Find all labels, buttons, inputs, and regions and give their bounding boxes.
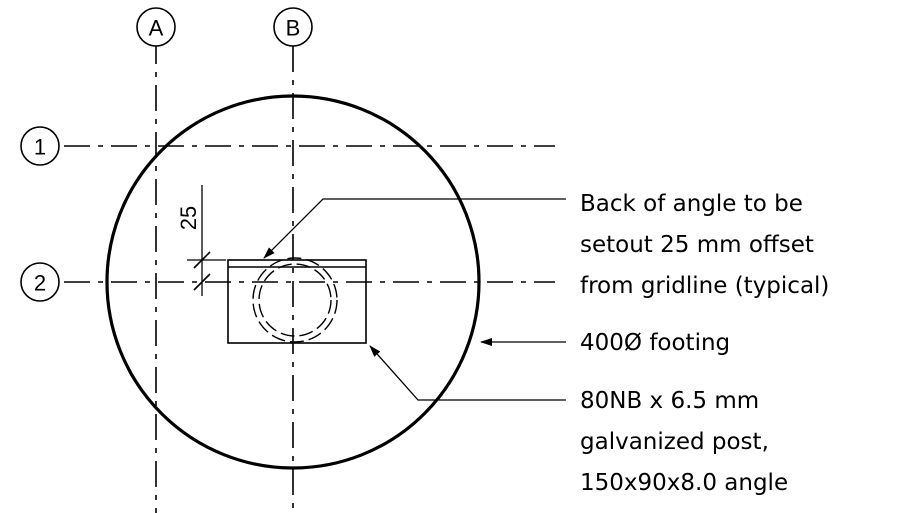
grid-label-b: B <box>286 16 301 41</box>
note-angle-setout-line-2: setout 25 mm offset <box>580 232 814 258</box>
leader-post <box>369 345 566 401</box>
note-footing: 400Ø footing <box>580 330 730 356</box>
note-post-line-2: galvanized post, <box>580 429 769 455</box>
offset-dimension-value: 25 <box>176 206 201 230</box>
note-angle-setout-line-3: from gridline (typical) <box>580 273 829 299</box>
grid-label-2: 2 <box>34 271 46 296</box>
angle-section <box>227 259 367 344</box>
note-post-line-1: 80NB x 6.5 mm <box>580 388 759 414</box>
note-angle-setout: Back of angle to be setout 25 mm offset … <box>580 191 829 299</box>
post-inner-hidden <box>258 263 332 337</box>
post-outer-hidden <box>252 257 338 343</box>
leader-angle-setout <box>263 198 566 259</box>
grid-bubble-1: 1 <box>20 126 60 166</box>
note-post-line-3: 150x90x8.0 angle <box>580 470 788 496</box>
grid-bubble-2: 2 <box>20 262 60 302</box>
grid-bubble-a: A <box>136 7 176 47</box>
grid-bubble-b: B <box>273 7 313 47</box>
offset-dimension: 25 <box>176 185 226 296</box>
grid-label-a: A <box>149 16 164 41</box>
grid-label-1: 1 <box>34 135 46 160</box>
note-angle-setout-line-1: Back of angle to be <box>580 191 803 217</box>
note-post: 80NB x 6.5 mm galvanized post, 150x90x8.… <box>580 388 788 496</box>
